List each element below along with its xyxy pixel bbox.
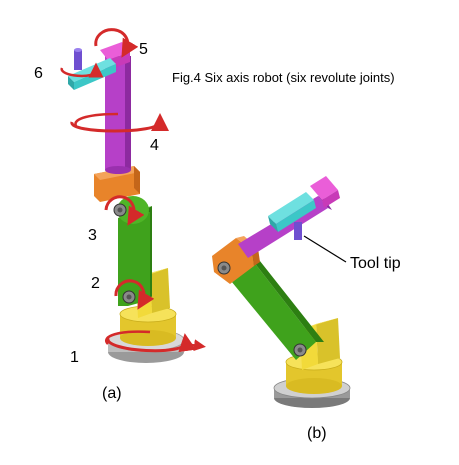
joint-label-1: 1 [70,349,79,366]
joint-label-5: 5 [139,41,148,58]
panel-label-a: (a) [102,385,122,402]
tool-tip-label: Tool tip [350,255,401,272]
tool-tip-leader [303,235,347,263]
joint-label-3: 3 [88,227,97,244]
rotation-arrows-a [60,28,206,353]
joint-label-4: 4 [150,137,159,154]
joint-label-6: 6 [34,65,43,82]
lower-arm-b [222,252,324,360]
robot-a: 1 2 3 4 5 6 (a) [34,28,206,402]
joint-label-2: 2 [91,275,100,292]
tool-tip-b [294,222,302,240]
robot-b: Tool tip (b) [212,176,401,442]
wrist-b [310,176,340,208]
panel-label-b: (b) [307,425,327,442]
tool-b [268,192,316,232]
figure-caption: Fig.4 Six axis robot (six revolute joint… [172,70,395,85]
